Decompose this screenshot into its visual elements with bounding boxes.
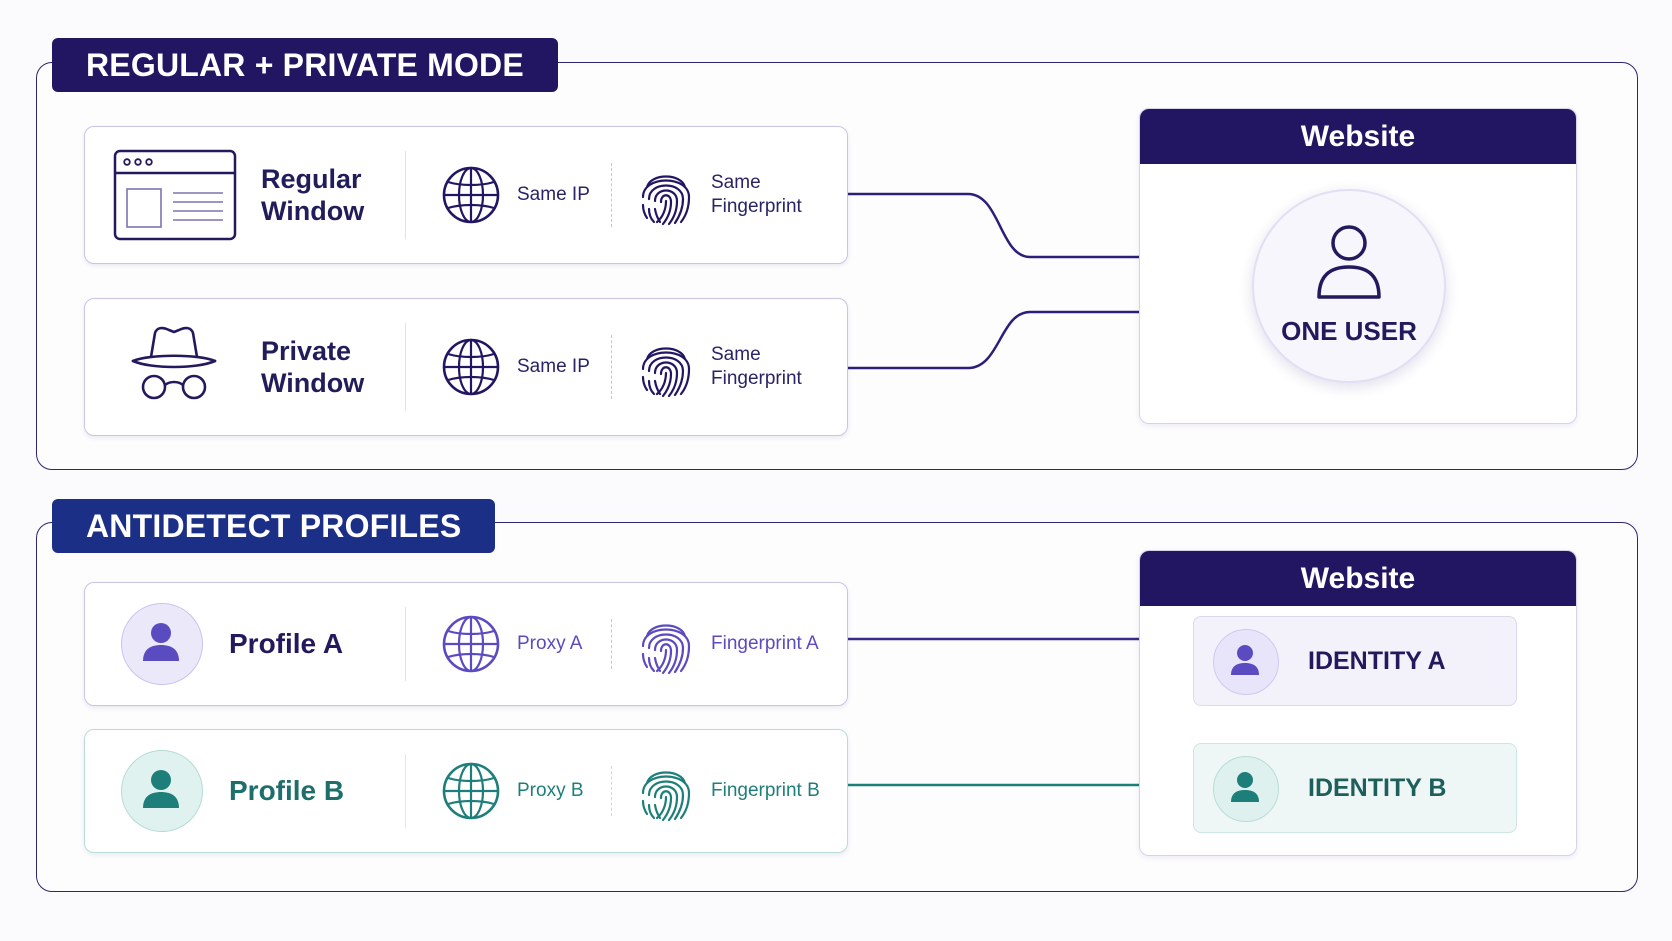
user-icon [143, 623, 179, 661]
fingerprint-label: Fingerprint A [711, 633, 819, 654]
user-icon [143, 770, 179, 808]
identity-b-box: IDENTITY B [1193, 743, 1517, 833]
globe-icon [441, 614, 501, 679]
fingerprint-label: Fingerprint B [711, 780, 820, 801]
user-icon [1231, 645, 1259, 675]
globe-icon [441, 165, 501, 230]
user-icon [1317, 225, 1381, 299]
incognito-icon [129, 321, 219, 412]
browser-window-icon [113, 149, 237, 246]
fingerprint-icon [637, 761, 695, 828]
profile-b-title: Profile B [229, 775, 345, 806]
proxy-label: Proxy B [517, 780, 584, 801]
ip-label: Same IP [517, 184, 590, 205]
fingerprint-icon [637, 337, 695, 404]
regular-window-title: Regular Window [261, 164, 365, 226]
identity-a-label: IDENTITY A [1308, 647, 1446, 675]
website-header: Website [1140, 551, 1576, 606]
section-title-antidetect: ANTIDETECT PROFILES [52, 499, 496, 553]
profile-a-card: Profile A Proxy A Fingerprint A [84, 582, 848, 706]
avatar [1213, 629, 1279, 695]
globe-icon [441, 337, 501, 402]
fingerprint-icon [637, 165, 695, 232]
user-icon [1231, 772, 1259, 802]
identity-b-label: IDENTITY B [1308, 774, 1447, 802]
private-window-title: Private Window [261, 336, 365, 398]
avatar [1213, 756, 1279, 822]
website-header: Website [1140, 109, 1576, 164]
profile-a-title: Profile A [229, 628, 344, 659]
identity-a-box: IDENTITY A [1193, 616, 1517, 706]
ip-label: Same IP [517, 356, 590, 377]
globe-icon [441, 761, 501, 826]
profile-b-card: Profile B Proxy B Fingerprint B [84, 729, 848, 853]
avatar [121, 750, 203, 832]
avatar [121, 603, 203, 685]
fingerprint-icon [637, 614, 695, 681]
section-title-regular-private: REGULAR + PRIVATE MODE [52, 38, 558, 92]
proxy-label: Proxy A [517, 633, 583, 654]
one-user-circle: ONE USER [1252, 189, 1446, 383]
one-user-label: ONE USER [1281, 316, 1417, 346]
